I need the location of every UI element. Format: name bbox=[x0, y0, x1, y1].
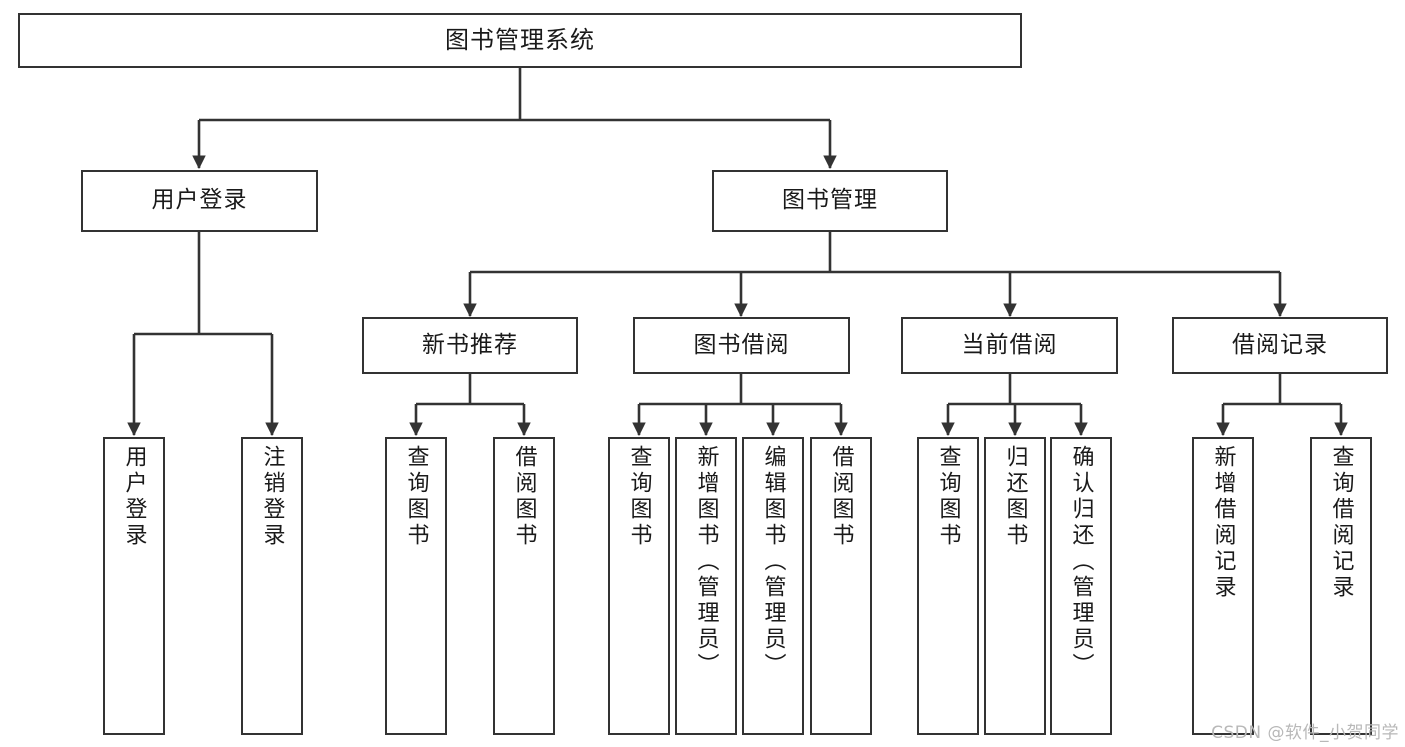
node-user-login[interactable]: 用户登录 bbox=[81, 170, 318, 232]
node-label: 查询图书 bbox=[626, 445, 652, 549]
node-label: 用户登录 bbox=[151, 187, 248, 214]
node-borrow-record[interactable]: 借阅记录 bbox=[1172, 317, 1388, 374]
node-book-management[interactable]: 图书管理 bbox=[712, 170, 948, 232]
node-label: 借阅记录 bbox=[1232, 331, 1328, 358]
leaf-book-borrow-borrow[interactable]: 借阅图书 bbox=[810, 437, 872, 735]
leaf-current-borrow-query[interactable]: 查询图书 bbox=[917, 437, 979, 735]
leaf-new-book-borrow[interactable]: 借阅图书 bbox=[493, 437, 555, 735]
leaf-current-borrow-confirm-return[interactable]: 确认归还（管理员） bbox=[1050, 437, 1112, 735]
node-label: 确认归还（管理员） bbox=[1068, 445, 1094, 679]
node-root-system[interactable]: 图书管理系统 bbox=[18, 13, 1022, 68]
node-label: 归还图书 bbox=[1002, 445, 1028, 549]
leaf-borrow-record-add[interactable]: 新增借阅记录 bbox=[1192, 437, 1254, 735]
node-label: 查询图书 bbox=[403, 445, 429, 549]
node-label: 图书借阅 bbox=[693, 331, 790, 358]
node-book-borrow[interactable]: 图书借阅 bbox=[633, 317, 850, 374]
node-label: 借阅图书 bbox=[828, 445, 854, 549]
leaf-borrow-record-query[interactable]: 查询借阅记录 bbox=[1310, 437, 1372, 735]
node-label: 注销登录 bbox=[259, 445, 285, 549]
leaf-book-borrow-add[interactable]: 新增图书（管理员） bbox=[675, 437, 737, 735]
node-label: 用户登录 bbox=[121, 445, 147, 549]
node-label: 当前借阅 bbox=[961, 331, 1058, 358]
leaf-user-login-logout[interactable]: 注销登录 bbox=[241, 437, 303, 735]
node-label: 编辑图书（管理员） bbox=[760, 445, 786, 679]
leaf-current-borrow-return[interactable]: 归还图书 bbox=[984, 437, 1046, 735]
leaf-book-borrow-query[interactable]: 查询图书 bbox=[608, 437, 670, 735]
node-current-borrow[interactable]: 当前借阅 bbox=[901, 317, 1118, 374]
node-label: 图书管理 bbox=[782, 187, 878, 214]
watermark-text: CSDN @软件_小贺同学 bbox=[1211, 723, 1399, 743]
node-label: 新增图书（管理员） bbox=[693, 445, 719, 679]
node-label: 图书管理系统 bbox=[445, 26, 595, 55]
node-label: 查询借阅记录 bbox=[1328, 445, 1354, 601]
node-label: 查询图书 bbox=[935, 445, 961, 549]
leaf-new-book-query[interactable]: 查询图书 bbox=[385, 437, 447, 735]
node-label: 新书推荐 bbox=[422, 331, 518, 358]
node-new-book-recommend[interactable]: 新书推荐 bbox=[362, 317, 578, 374]
leaf-book-borrow-edit[interactable]: 编辑图书（管理员） bbox=[742, 437, 804, 735]
node-label: 新增借阅记录 bbox=[1210, 445, 1236, 601]
leaf-user-login-login[interactable]: 用户登录 bbox=[103, 437, 165, 735]
node-label: 借阅图书 bbox=[511, 445, 537, 549]
